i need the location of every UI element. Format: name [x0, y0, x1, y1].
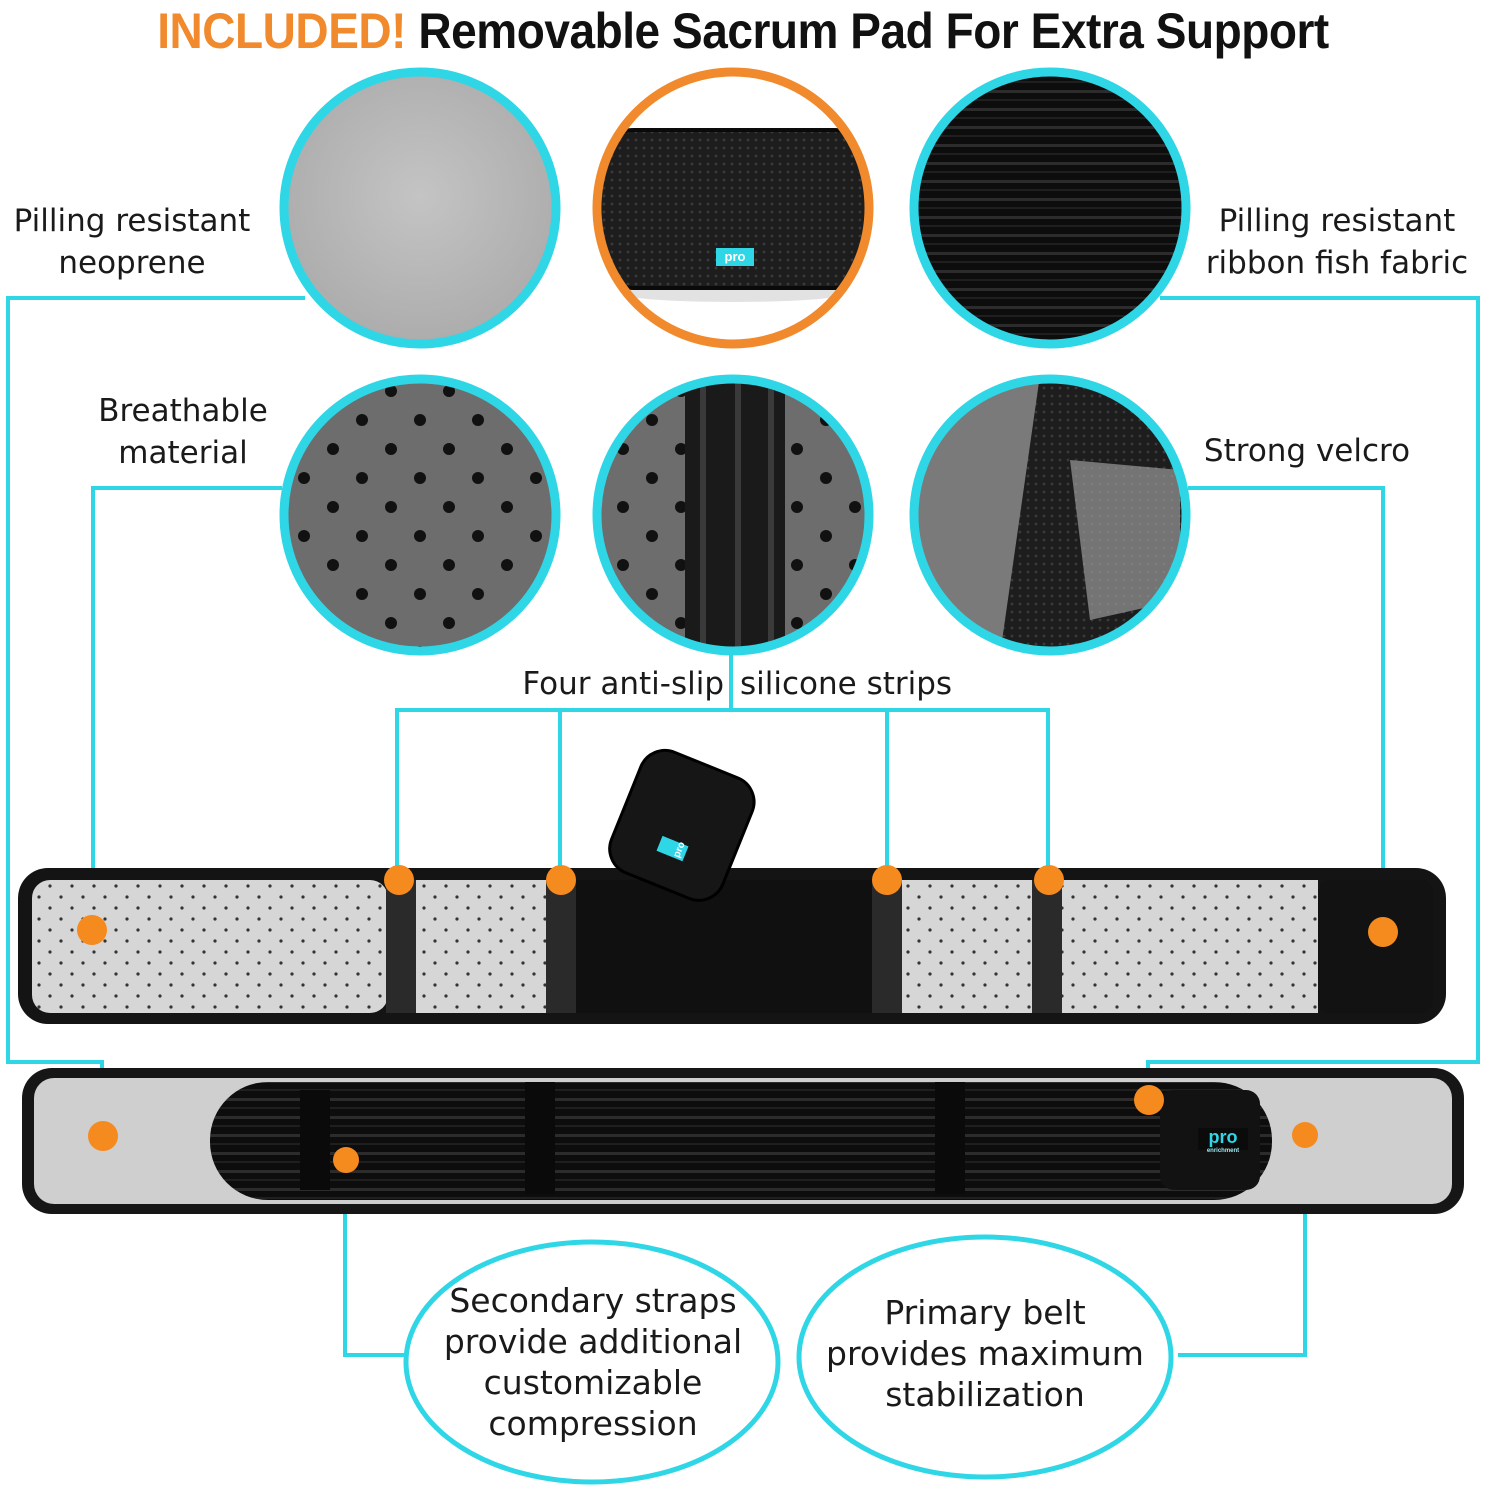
- label-ribbon-line2: ribbon fish fabric: [1205, 245, 1469, 281]
- connector-secondary: [343, 1160, 405, 1357]
- label-strips-left: Four anti-slip: [522, 666, 724, 702]
- velcro-swatch: [909, 374, 1191, 656]
- label-ribbon-line1: Pilling resistant: [1218, 203, 1456, 239]
- callout-secondary-ellipse: [403, 1239, 781, 1485]
- title-accent: INCLUDED!: [157, 3, 407, 59]
- label-ribbon: Pilling resistant ribbon fish fabric: [1188, 200, 1486, 284]
- connector-velcro: [1188, 486, 1385, 932]
- label-velcro: Strong velcro: [1203, 433, 1411, 469]
- upper-belt: [18, 748, 1446, 1024]
- callout-secondary: Secondary straps provide additional cust…: [408, 1280, 778, 1444]
- belt-logo-sub: enrichment: [1206, 1148, 1240, 1154]
- sacrum-pad-swatch: [592, 67, 874, 349]
- belt-logo-text: pro: [1208, 1127, 1238, 1147]
- title-text: Removable Sacrum Pad For Extra Support: [418, 3, 1329, 59]
- callout-primary-line1: Primary belt: [884, 1293, 1086, 1332]
- callout-primary: Primary belt provides maximum stabilizat…: [800, 1292, 1170, 1415]
- page-title: INCLUDED! Removable Sacrum Pad For Extra…: [59, 2, 1426, 60]
- callout-primary-line3: stabilization: [885, 1375, 1085, 1414]
- strips-swatch: [592, 374, 874, 656]
- connector-breathable: [91, 486, 282, 930]
- breathable-swatch: [279, 374, 561, 656]
- marker-dots: [77, 865, 1398, 1173]
- label-breathable-line1: Breathable: [98, 393, 268, 429]
- connector-lines: [6, 296, 1480, 1357]
- ribbon-fabric-swatch: [909, 67, 1191, 349]
- neoprene-swatch: [279, 67, 561, 349]
- label-strips-right: silicone strips: [740, 666, 953, 702]
- label-breathable: Breathable material: [88, 390, 278, 474]
- callout-primary-ellipse: [796, 1234, 1174, 1480]
- callout-secondary-line2: provide additional: [443, 1322, 743, 1361]
- callout-primary-line2: provides maximum: [826, 1334, 1144, 1373]
- lower-belt: [22, 1068, 1464, 1214]
- callout-secondary-line1: Secondary straps: [449, 1281, 737, 1320]
- label-breathable-line2: material: [118, 435, 248, 471]
- connector-strips-bar: [395, 708, 1050, 880]
- label-neoprene-line2: neoprene: [58, 245, 206, 281]
- label-neoprene: Pilling resistant neoprene: [0, 200, 264, 284]
- callout-secondary-line3: customizable: [483, 1363, 703, 1402]
- label-neoprene-line1: Pilling resistant: [13, 203, 251, 239]
- pad-logo: pro: [724, 249, 746, 264]
- belt-logo: pro enrichment: [1198, 1126, 1248, 1154]
- callout-secondary-line4: compression: [488, 1404, 698, 1443]
